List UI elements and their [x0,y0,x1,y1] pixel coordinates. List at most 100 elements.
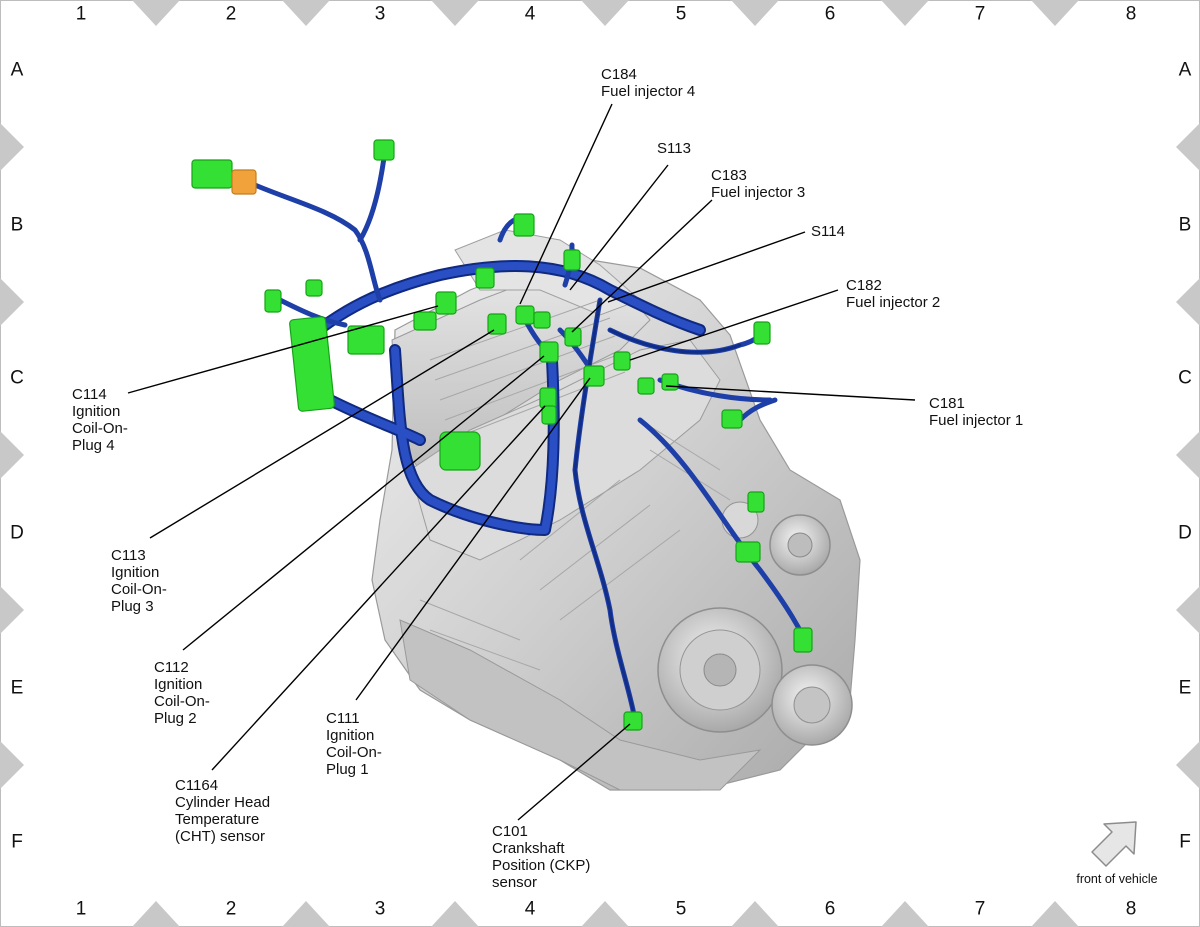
connectors [191,139,813,731]
callout-line: S113 [657,140,691,157]
grid-column-label: 7 [975,899,986,920]
callout-line: Coil-On- [154,693,210,710]
grid-row-label: B [1179,215,1192,236]
callout-line: Plug 1 [326,761,369,778]
grid-row-label: B [11,215,24,236]
frame-marker [1031,0,1079,26]
frame-marker [0,431,24,479]
callout-line: C111 [326,710,360,727]
leader-c181 [665,385,916,401]
grid-column-label: 1 [76,4,87,25]
callout-line: Temperature [175,811,259,828]
connector-orange [231,169,257,195]
frame-marker [431,0,479,26]
front-of-vehicle-label: front of vehicle [1076,872,1157,886]
grid-column-label: 3 [375,899,386,920]
grid-column-label: 1 [76,899,87,920]
frame-marker [132,901,180,927]
grid-column-label: 4 [525,4,536,25]
callout-line: Plug 2 [154,710,197,727]
leader-c1164 [211,405,546,771]
callout-line: Ignition [111,564,159,581]
frame-marker [1176,741,1200,789]
grid-column-label: 6 [825,899,836,920]
frame-marker [1031,901,1079,927]
connector-block-pcm [289,316,335,412]
callout-line: Coil-On- [72,420,128,437]
callout-s113: S113 [657,140,691,157]
callout-line: C181 [929,395,965,412]
frame-marker [581,0,629,26]
grid-column-label: 8 [1126,899,1137,920]
leader-c101 [517,723,631,821]
callout-line: C184 [601,66,637,83]
callout-line: C1164 [175,777,218,794]
callout-line: C101 [492,823,528,840]
grid-column-label: 2 [226,899,237,920]
frame-marker [881,0,929,26]
callout-line: Coil-On- [326,744,382,761]
grid-row-label: A [1179,60,1192,81]
callout-s114: S114 [811,223,845,240]
callout-line: Ignition [72,403,120,420]
callout-line: sensor [492,874,537,891]
callout-line: Fuel injector 3 [711,184,805,201]
grid-row-label: F [1179,832,1191,853]
frame-marker [731,901,779,927]
wiring-harness [252,147,808,723]
callout-line: Coil-On- [111,581,167,598]
callout-line: C114 [72,386,107,403]
frame-marker [0,586,24,634]
callout-line: (CHT) sensor [175,828,265,845]
callout-line: C112 [154,659,189,676]
grid-column-label: 2 [226,4,237,25]
leader-c182 [629,289,839,361]
leader-lines [127,103,916,821]
leader-c111 [355,377,591,701]
callout-line: C182 [846,277,882,294]
callout-line: Plug 4 [72,437,115,454]
grid-column-label: 5 [676,899,687,920]
grid-row-label: A [11,60,24,81]
callout-line: Fuel injector 2 [846,294,940,311]
leader-c114 [127,305,439,394]
grid-column-label: 4 [525,899,536,920]
grid-column-label: 6 [825,4,836,25]
grid-row-label: D [1178,523,1192,544]
frame-marker [282,901,330,927]
frame-marker [1176,123,1200,171]
leader-s113 [569,164,669,291]
engine-illustration [371,229,861,791]
frame-marker [581,901,629,927]
grid-column-label: 7 [975,4,986,25]
frame-marker [132,0,180,26]
frame-marker [1176,586,1200,634]
grid-row-label: E [11,678,24,699]
callout-line: Crankshaft [492,840,565,857]
callout-line: C183 [711,167,747,184]
callout-line: Fuel injector 1 [929,412,1023,429]
grid-row-label: F [11,832,23,853]
arrow-up-right-icon [1091,821,1137,867]
leader-c113 [149,329,495,539]
grid-column-label: 5 [676,4,687,25]
callout-line: C113 [111,547,146,564]
grid-column-label: 8 [1126,4,1137,25]
callout-line: Fuel injector 4 [601,83,695,100]
frame-marker [731,0,779,26]
frame-marker [1176,431,1200,479]
frame-marker [1176,278,1200,326]
callout-line: S114 [811,223,845,240]
frame-marker [0,278,24,326]
